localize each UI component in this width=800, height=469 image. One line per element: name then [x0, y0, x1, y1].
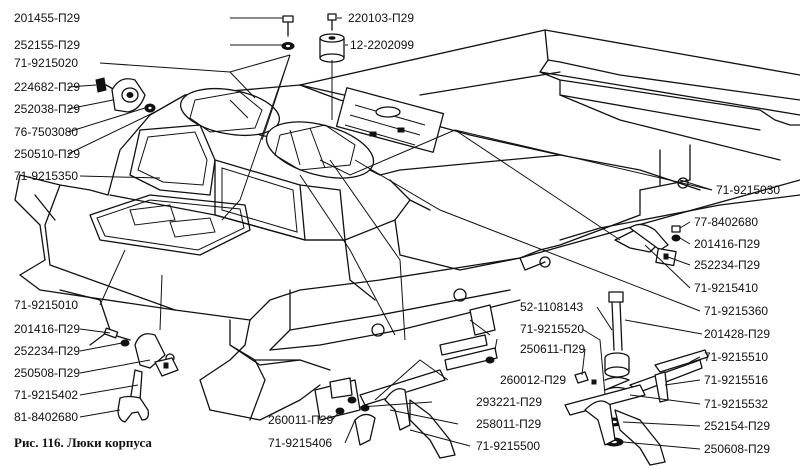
top-left-parts — [95, 13, 345, 113]
vehicle-hull — [14, 29, 800, 421]
label-71-9215532: 71-9215532 — [704, 397, 768, 411]
part-labels: 201455-П29 252155-П29 71-9215020 224682-… — [14, 11, 780, 456]
label-71-9215410: 71-9215410 — [694, 281, 758, 295]
label-250510: 250510-П29 — [14, 147, 80, 161]
label-71-9215402: 71-9215402 — [14, 388, 78, 402]
label-71-9215406: 71-9215406 — [268, 436, 332, 450]
label-71-9215510: 71-9215510 — [704, 350, 768, 364]
label-250508: 250508-П29 — [14, 366, 80, 380]
label-52-1108143: 52-1108143 — [520, 300, 583, 314]
label-76-7503080: 76-7503080 — [14, 125, 78, 139]
label-12-2202099: 12-2202099 — [350, 38, 414, 52]
left-handle-assembly — [103, 327, 179, 423]
label-252234-right: 252234-П29 — [694, 258, 760, 272]
label-201428: 201428-П29 — [704, 327, 770, 341]
label-71-9215020: 71-9215020 — [14, 56, 78, 70]
label-260012: 260012-П29 — [500, 373, 566, 387]
label-252154: 252154-П29 — [704, 419, 770, 433]
label-71-9215360: 71-9215360 — [704, 304, 768, 318]
label-71-9215500: 71-9215500 — [476, 439, 540, 453]
label-201416-right: 201416-П29 — [694, 237, 760, 251]
center-hatch-parts — [314, 304, 498, 459]
label-81-8402680: 81-8402680 — [14, 410, 78, 424]
label-71-9215010: 71-9215010 — [14, 298, 78, 312]
label-201455: 201455-П29 — [14, 11, 80, 25]
label-252038: 252038-П29 — [14, 102, 80, 116]
label-293221: 293221-П29 — [476, 395, 542, 409]
rear-clamp — [614, 223, 681, 267]
roof-hatches — [179, 87, 445, 179]
label-71-9215520: 71-9215520 — [520, 322, 584, 336]
label-250611: 250611-П29 — [520, 342, 585, 356]
leader-lines — [67, 17, 713, 450]
right-hatch-parts — [564, 291, 709, 466]
label-252234-left: 252234-П29 — [14, 344, 80, 358]
label-258011: 258011-П29 — [476, 417, 541, 431]
label-201416-left: 201416-П29 — [14, 322, 80, 336]
label-77-8402680: 77-8402680 — [694, 215, 758, 229]
label-71-9215030: 71-9215030 — [716, 183, 780, 197]
figure-caption: Рис. 116. Люки корпуса — [14, 435, 152, 450]
label-252155: 252155-П29 — [14, 38, 80, 52]
label-260011: 260011-П29 — [268, 413, 333, 427]
label-71-9215516: 71-9215516 — [704, 373, 768, 387]
label-250608: 250608-П29 — [704, 442, 770, 456]
label-220103: 220103-П29 — [348, 11, 414, 25]
label-224682: 224682-П29 — [14, 80, 80, 94]
label-71-9215350: 71-9215350 — [14, 169, 78, 183]
